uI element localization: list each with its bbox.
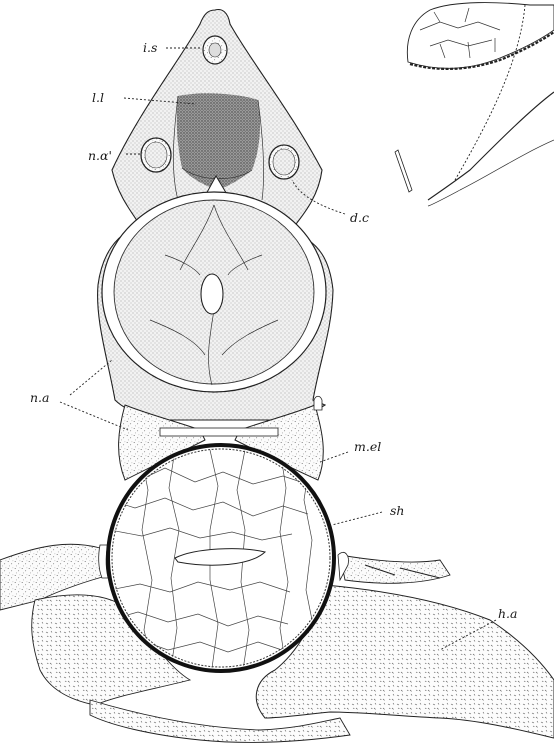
- label-ha: h.a: [498, 606, 517, 621]
- notochord: [108, 445, 334, 671]
- label-na-prime: n.α': [88, 148, 112, 163]
- label-na: n.a: [30, 390, 49, 405]
- label-sh: sh: [390, 503, 404, 518]
- corner-fragment: [395, 3, 554, 206]
- label-is: i.s: [143, 40, 157, 55]
- spinal-cord: [102, 192, 326, 392]
- label-dc: d.c: [350, 210, 369, 225]
- label-mel: m.el: [354, 439, 381, 454]
- label-ll: l.l: [92, 90, 104, 105]
